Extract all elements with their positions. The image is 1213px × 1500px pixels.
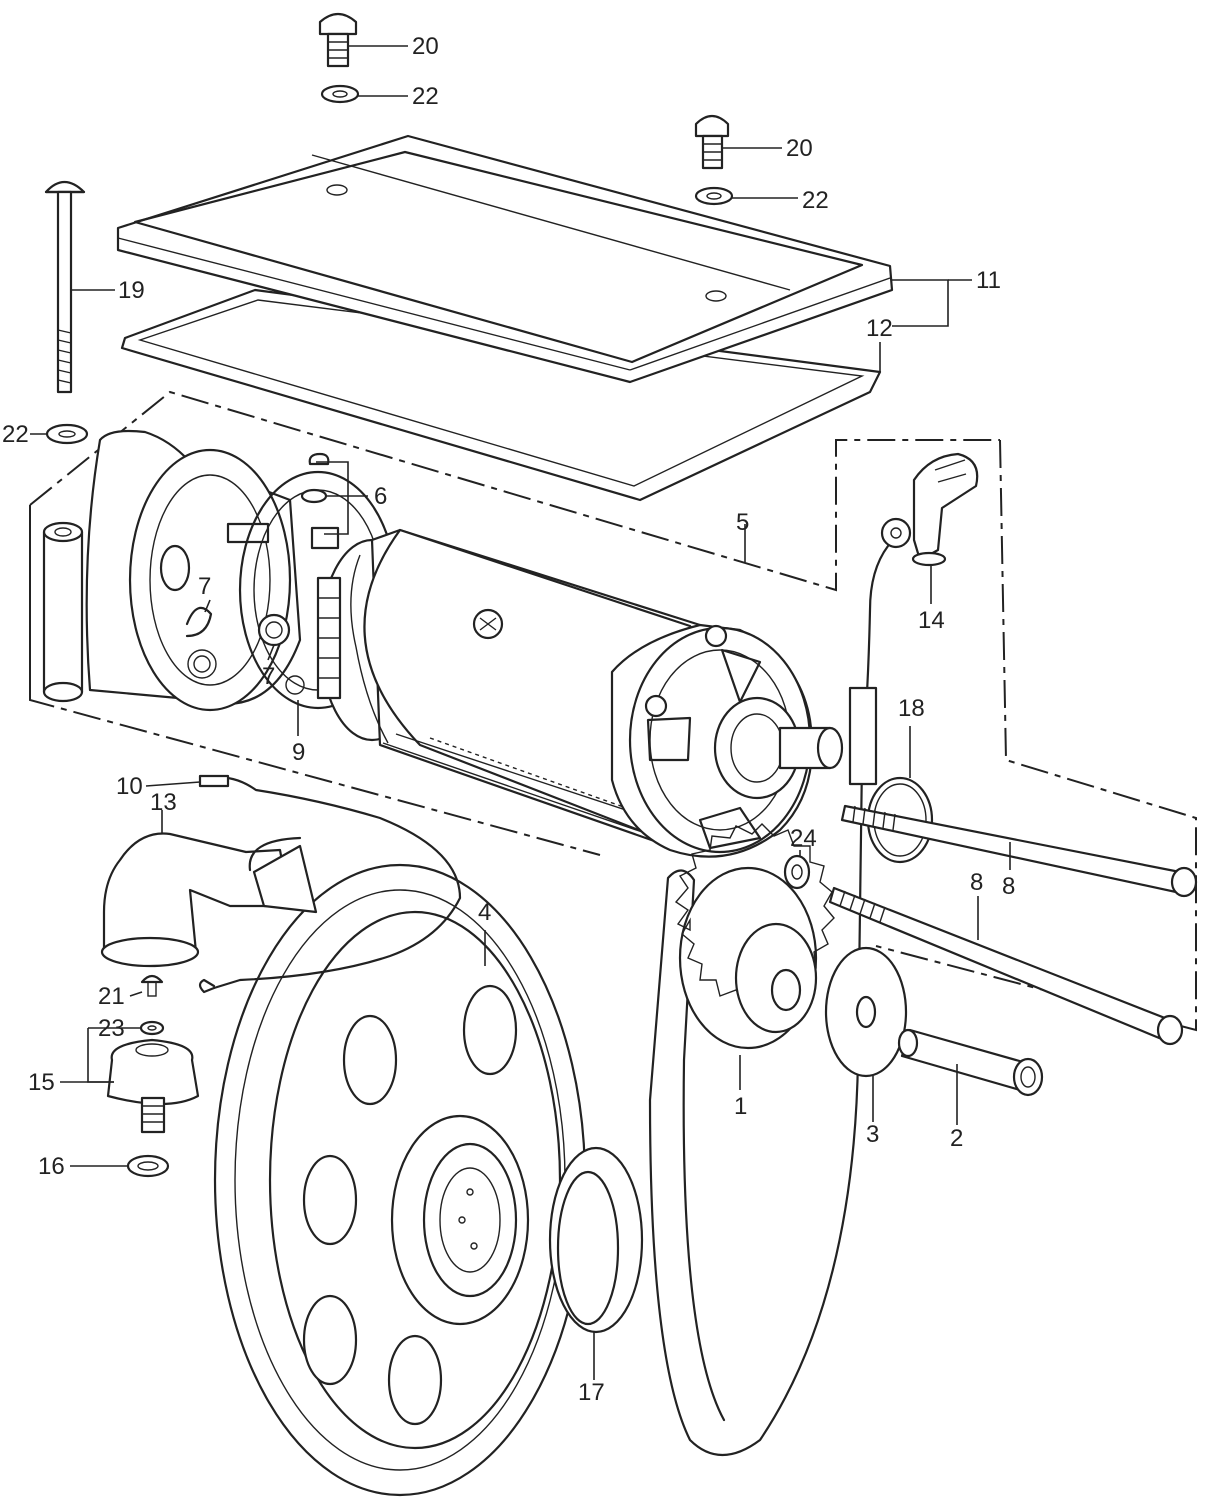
label-4: 4 [478, 899, 491, 926]
starter-cover-11 [116, 134, 894, 384]
reduction-gear-4 [213, 863, 587, 1497]
washer-22-left [45, 423, 89, 445]
starter-gear-1 [674, 823, 835, 1050]
label-15: 15 [28, 1069, 55, 1096]
label-19: 19 [118, 277, 145, 304]
washer-24 [783, 854, 811, 890]
label-22c: 22 [2, 421, 29, 448]
label-20a: 20 [412, 33, 439, 60]
label-6: 6 [374, 483, 387, 510]
screw-21 [140, 974, 164, 997]
wire-10 [198, 774, 462, 994]
label-16: 16 [38, 1153, 65, 1180]
washer-22-top-right [694, 186, 734, 206]
label-7a: 7 [198, 573, 211, 600]
label-1: 1 [734, 1093, 747, 1120]
label-21: 21 [98, 983, 125, 1010]
bolt-20-top-right [694, 114, 730, 170]
label-22a: 22 [412, 83, 439, 110]
label-20b: 20 [786, 135, 813, 162]
label-8b: 8 [970, 869, 983, 896]
washer-22-top-left [320, 84, 360, 104]
label-12: 12 [866, 315, 893, 342]
label-7b: 7 [262, 663, 275, 690]
label-22b: 22 [802, 187, 829, 214]
label-23: 23 [98, 1015, 125, 1042]
label-13: 13 [150, 789, 177, 816]
label-3: 3 [866, 1121, 879, 1148]
bolt-20-top-left [318, 12, 358, 68]
gasket-12 [120, 288, 882, 502]
leader-lines [30, 45, 1011, 1380]
through-bolt-8-lower [828, 886, 1184, 1046]
group-5-boundary [29, 390, 1000, 592]
through-bolt-8-upper [840, 804, 1198, 898]
label-14: 14 [918, 607, 945, 634]
label-24: 24 [790, 825, 817, 852]
label-18: 18 [898, 695, 925, 722]
label-9: 9 [292, 739, 305, 766]
label-8a: 8 [1002, 873, 1015, 900]
label-17: 17 [578, 1379, 605, 1406]
label-10: 10 [116, 773, 143, 800]
label-5: 5 [736, 509, 749, 536]
starter-front-end-plate [610, 623, 844, 858]
positive-cable [648, 517, 912, 1457]
label-11: 11 [976, 267, 1001, 294]
thrust-washer-3 [824, 946, 908, 1078]
label-2: 2 [950, 1125, 963, 1152]
rubber-boot-13 [100, 832, 318, 968]
washer-23 [139, 1020, 165, 1036]
part-number-labels: 20 22 20 22 19 22 11 12 6 5 14 7 7 9 18 … [2, 33, 1015, 1406]
washer-16 [126, 1154, 170, 1178]
long-bolt-19 [44, 180, 86, 394]
ring-17 [548, 1146, 644, 1334]
terminal-boot-14 [911, 452, 979, 567]
neutral-switch-15 [106, 1038, 200, 1134]
sleeve-2 [897, 1028, 1044, 1097]
